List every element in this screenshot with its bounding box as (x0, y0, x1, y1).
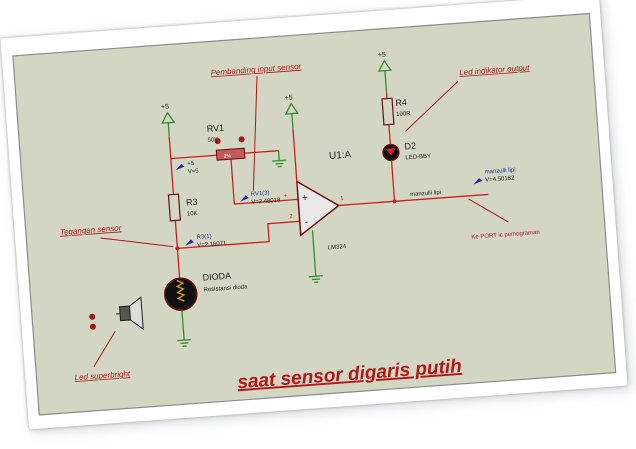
ground-opamp (308, 230, 323, 284)
wire-output (338, 193, 489, 207)
svg-text:RV1(3): RV1(3) (250, 190, 269, 197)
led-dot-top (89, 313, 96, 320)
annotation-ke-port: Ke PORT ic pemograman (468, 198, 540, 241)
ground-dioda (177, 310, 192, 347)
potentiometer-rv1: 2% RV1 50K (206, 123, 279, 183)
svg-text:V=5: V=5 (188, 169, 200, 176)
wire-rv1-to-plus-input (232, 182, 299, 205)
supply-right: +5 (378, 52, 393, 93)
svg-text:2: 2 (289, 214, 293, 220)
led-superbright-group: Led superbright (74, 296, 144, 382)
svg-text:LM324: LM324 (328, 244, 347, 251)
svg-text:Ke PORT ic pemograman: Ke PORT ic pemograman (471, 230, 540, 241)
rv1-indicator-right (238, 136, 245, 143)
svg-text:V=2.16071: V=2.16071 (197, 241, 227, 249)
svg-text:50K: 50K (207, 137, 218, 144)
wire-r4-d2 (388, 124, 392, 145)
svg-text:LED-BBY: LED-BBY (405, 154, 431, 162)
svg-text:+5: +5 (187, 161, 195, 168)
voltage-probe-2: RV1(3) V=2.48018 (240, 190, 281, 206)
svg-text:R3: R3 (186, 197, 198, 208)
svg-text:Resistansi dioda: Resistansi dioda (203, 284, 248, 293)
voltage-probe-1: +5 V=5 (175, 161, 200, 176)
svg-text:+: + (302, 193, 309, 204)
svg-text:D2: D2 (404, 141, 416, 152)
svg-text:U1:A: U1:A (329, 149, 352, 162)
led-dot-bottom (89, 323, 96, 330)
wire-to-rv1 (170, 154, 217, 160)
svg-text:V=4.50182: V=4.50182 (485, 175, 515, 183)
wire-d2-output (390, 160, 396, 202)
svg-text:1: 1 (340, 196, 344, 202)
svg-text:+5: +5 (284, 95, 293, 103)
svg-text:-: - (304, 217, 308, 228)
wire-to-minus-input (177, 220, 300, 250)
rv1-indicator-left (214, 138, 221, 145)
svg-text:+5: +5 (161, 104, 170, 112)
led-superbright-icon (116, 296, 144, 331)
svg-text:R3(1): R3(1) (196, 234, 211, 241)
svg-text:manzulli lipi: manzulli lipi (484, 167, 515, 175)
supply-left: +5 (161, 104, 176, 137)
svg-text:RV1: RV1 (206, 123, 224, 134)
ground-rv1 (272, 150, 287, 168)
svg-text:DIODA: DIODA (202, 271, 231, 283)
net-label: manzulli lipi (410, 190, 441, 198)
wire-supply-to-r3 (168, 136, 175, 195)
voltage-probe-3: R3(1) V=2.16071 (185, 234, 227, 249)
svg-text:10K: 10K (187, 211, 198, 218)
svg-text:+5: +5 (378, 52, 387, 60)
voltage-probe-4: manzulli lipi V=4.50182 (473, 167, 516, 185)
svg-text:2%: 2% (224, 153, 232, 160)
svg-text:V=2.48018: V=2.48018 (251, 198, 281, 206)
opamp-u1a: + - + 2 1 U1:A LM324 (284, 149, 352, 251)
svg-text:100R: 100R (396, 111, 411, 118)
svg-text:+: + (284, 193, 288, 199)
dioda-sensor: DIODA Resistansi dioda (164, 271, 248, 311)
svg-text:Led superbright: Led superbright (74, 369, 131, 382)
junction-r3 (175, 246, 180, 251)
supply-mid: +5 (284, 95, 300, 188)
svg-text:R4: R4 (395, 97, 407, 108)
